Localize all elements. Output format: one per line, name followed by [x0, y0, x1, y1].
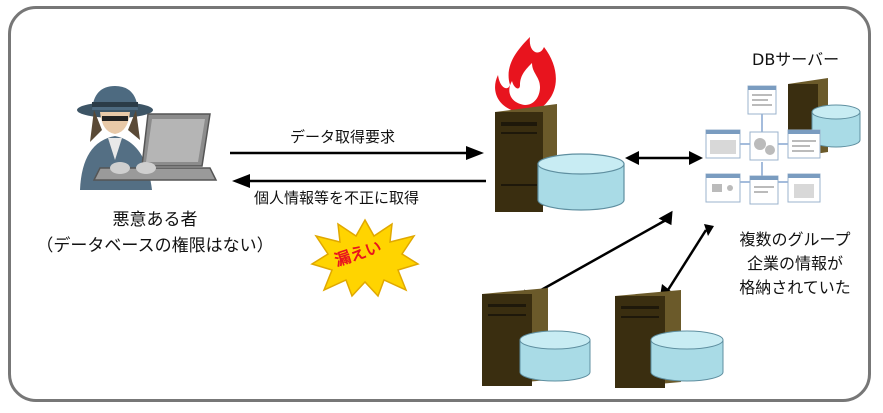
arrow-request [230, 146, 484, 160]
network-diagram-icon [705, 85, 821, 205]
db-caption-line2: 企業の情報が [746, 254, 843, 273]
arrow-db-group-server-2 [660, 224, 714, 296]
attacker-label-line2: （データベースの権限はない） [36, 236, 274, 256]
diagram-frame [8, 6, 871, 402]
database-icon [537, 153, 625, 211]
hacker-icon [77, 86, 218, 190]
flame-icon [495, 37, 556, 113]
group-server-icon-1 [482, 288, 591, 386]
exfiltration-label: 個人情報等を不正に取得 [254, 189, 420, 207]
db-caption-line3: 格納されていた [739, 278, 851, 297]
attacker-label-line1: 悪意ある者 [112, 210, 198, 230]
arrow-exfiltration [232, 174, 486, 188]
arrow-server-db [625, 151, 703, 165]
explosion-badge-icon [310, 218, 420, 298]
group-server-icon-2 [615, 290, 724, 388]
db-server-title: DBサーバー [752, 50, 840, 69]
db-caption-line1: 複数のグループ [739, 230, 851, 249]
request-label: データ取得要求 [290, 128, 396, 146]
